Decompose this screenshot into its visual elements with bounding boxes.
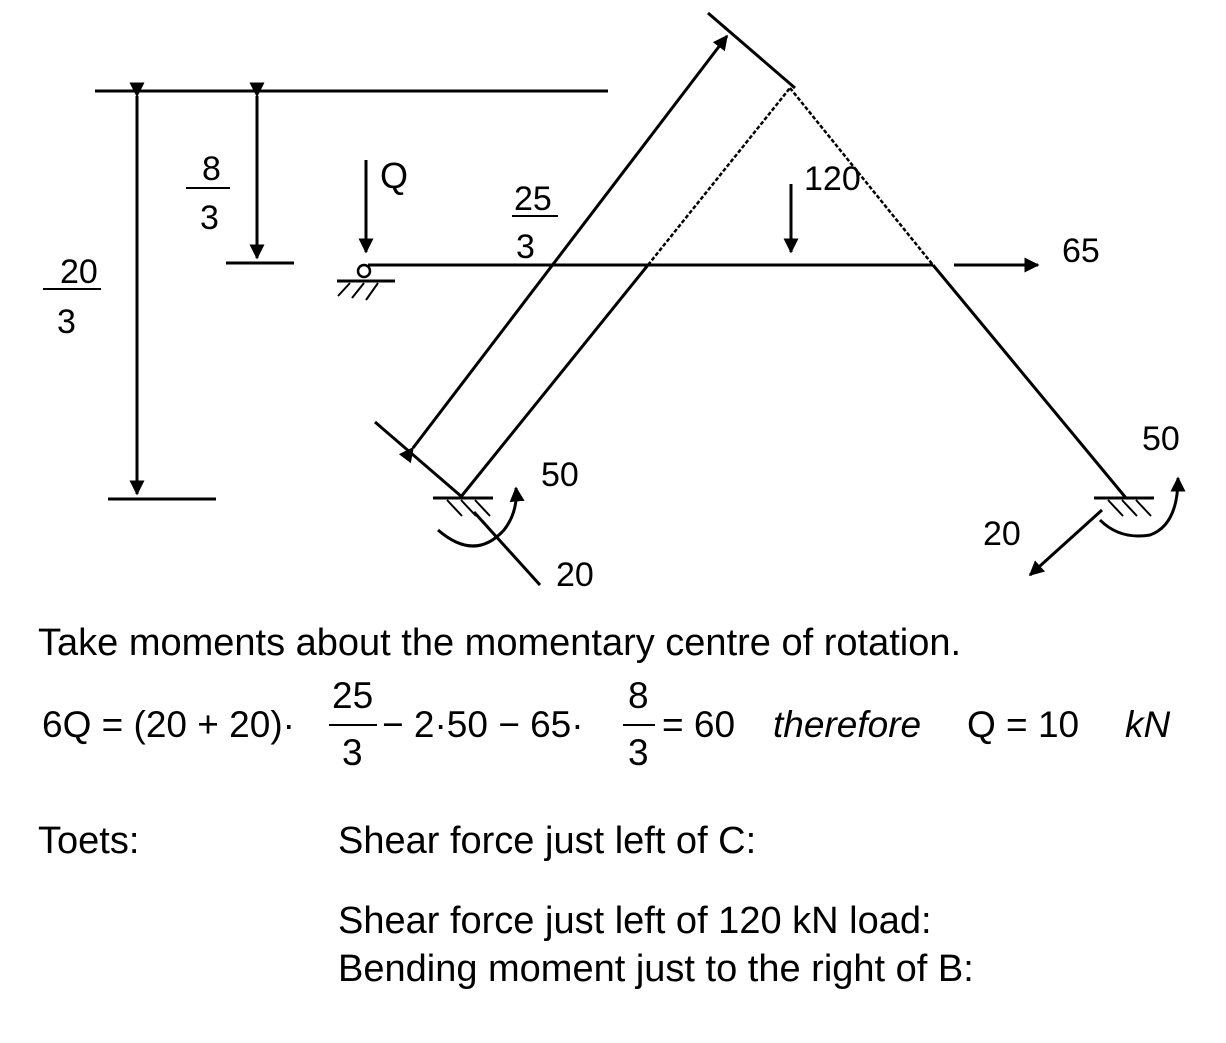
left-inclined-member <box>458 264 650 499</box>
right-inclined-member <box>931 264 1128 499</box>
left-moment-arrow <box>437 486 525 548</box>
right-support-hatch <box>1107 499 1124 517</box>
top-end-marker <box>707 11 796 90</box>
dim-inner-num: 8 <box>202 150 221 188</box>
left-force-line <box>472 510 542 587</box>
right-force-label: 20 <box>983 515 1021 553</box>
right-inclined-member-dotted <box>789 87 934 266</box>
structure-diagram: 20 3 8 3 25 3 Q 120 65 50 20 50 20 <box>43 11 1186 594</box>
dim-diagonal-num: 25 <box>514 180 552 218</box>
equation-unit: kN <box>1125 704 1171 745</box>
left-moment-label: 50 <box>541 456 579 494</box>
equation-rhs: = 60 <box>662 704 736 745</box>
horizontal-load-label: 65 <box>1062 232 1100 270</box>
frac2-bar <box>623 724 655 726</box>
bottom-end-marker <box>374 420 463 499</box>
support-hatch <box>365 282 379 301</box>
frac2-num: 8 <box>628 675 649 716</box>
vertical-load-label: 120 <box>804 160 861 198</box>
dim-inner-den: 3 <box>200 199 219 237</box>
check-item-shear-120: Shear force just left of 120 kN load: <box>338 900 932 942</box>
support-hatch <box>351 282 365 299</box>
q-load-label: Q <box>380 155 408 196</box>
right-support-hatch <box>1121 499 1138 517</box>
frac1-bar <box>329 724 377 726</box>
right-support-hatch <box>1135 499 1152 517</box>
dim-outer-den: 3 <box>57 303 76 341</box>
right-force-arrow <box>1028 508 1104 577</box>
left-inclined-dimension-arrow <box>398 34 729 464</box>
right-moment-label: 50 <box>1142 420 1180 458</box>
right-moment-arrow <box>1098 476 1186 538</box>
equation-result: Q = 10 <box>967 704 1080 745</box>
intro-text: Take moments about the momentary centre … <box>38 622 962 664</box>
dim-diagonal-den: 3 <box>516 228 535 266</box>
equation-lhs: 6Q = (20 + 20)· <box>42 704 295 745</box>
equation-therefore: therefore <box>773 704 922 745</box>
left-inclined-member-dotted <box>647 87 791 266</box>
frac2-den: 3 <box>628 732 649 773</box>
check-item-shear-c: Shear force just left of C: <box>338 820 757 862</box>
equation-mid: − 2·50 − 65· <box>382 704 584 745</box>
check-item-moment-b: Bending moment just to the right of B: <box>338 948 974 990</box>
frac1-num: 25 <box>332 675 374 716</box>
check-label: Toets: <box>38 820 140 862</box>
left-support-hatch <box>446 499 463 517</box>
support-hatch <box>337 282 351 297</box>
frac1-den: 3 <box>342 732 363 773</box>
roller-support <box>356 263 372 279</box>
dim-outer-num: 20 <box>60 253 98 291</box>
left-force-label: 20 <box>556 556 594 594</box>
left-support-hatch <box>474 499 491 517</box>
